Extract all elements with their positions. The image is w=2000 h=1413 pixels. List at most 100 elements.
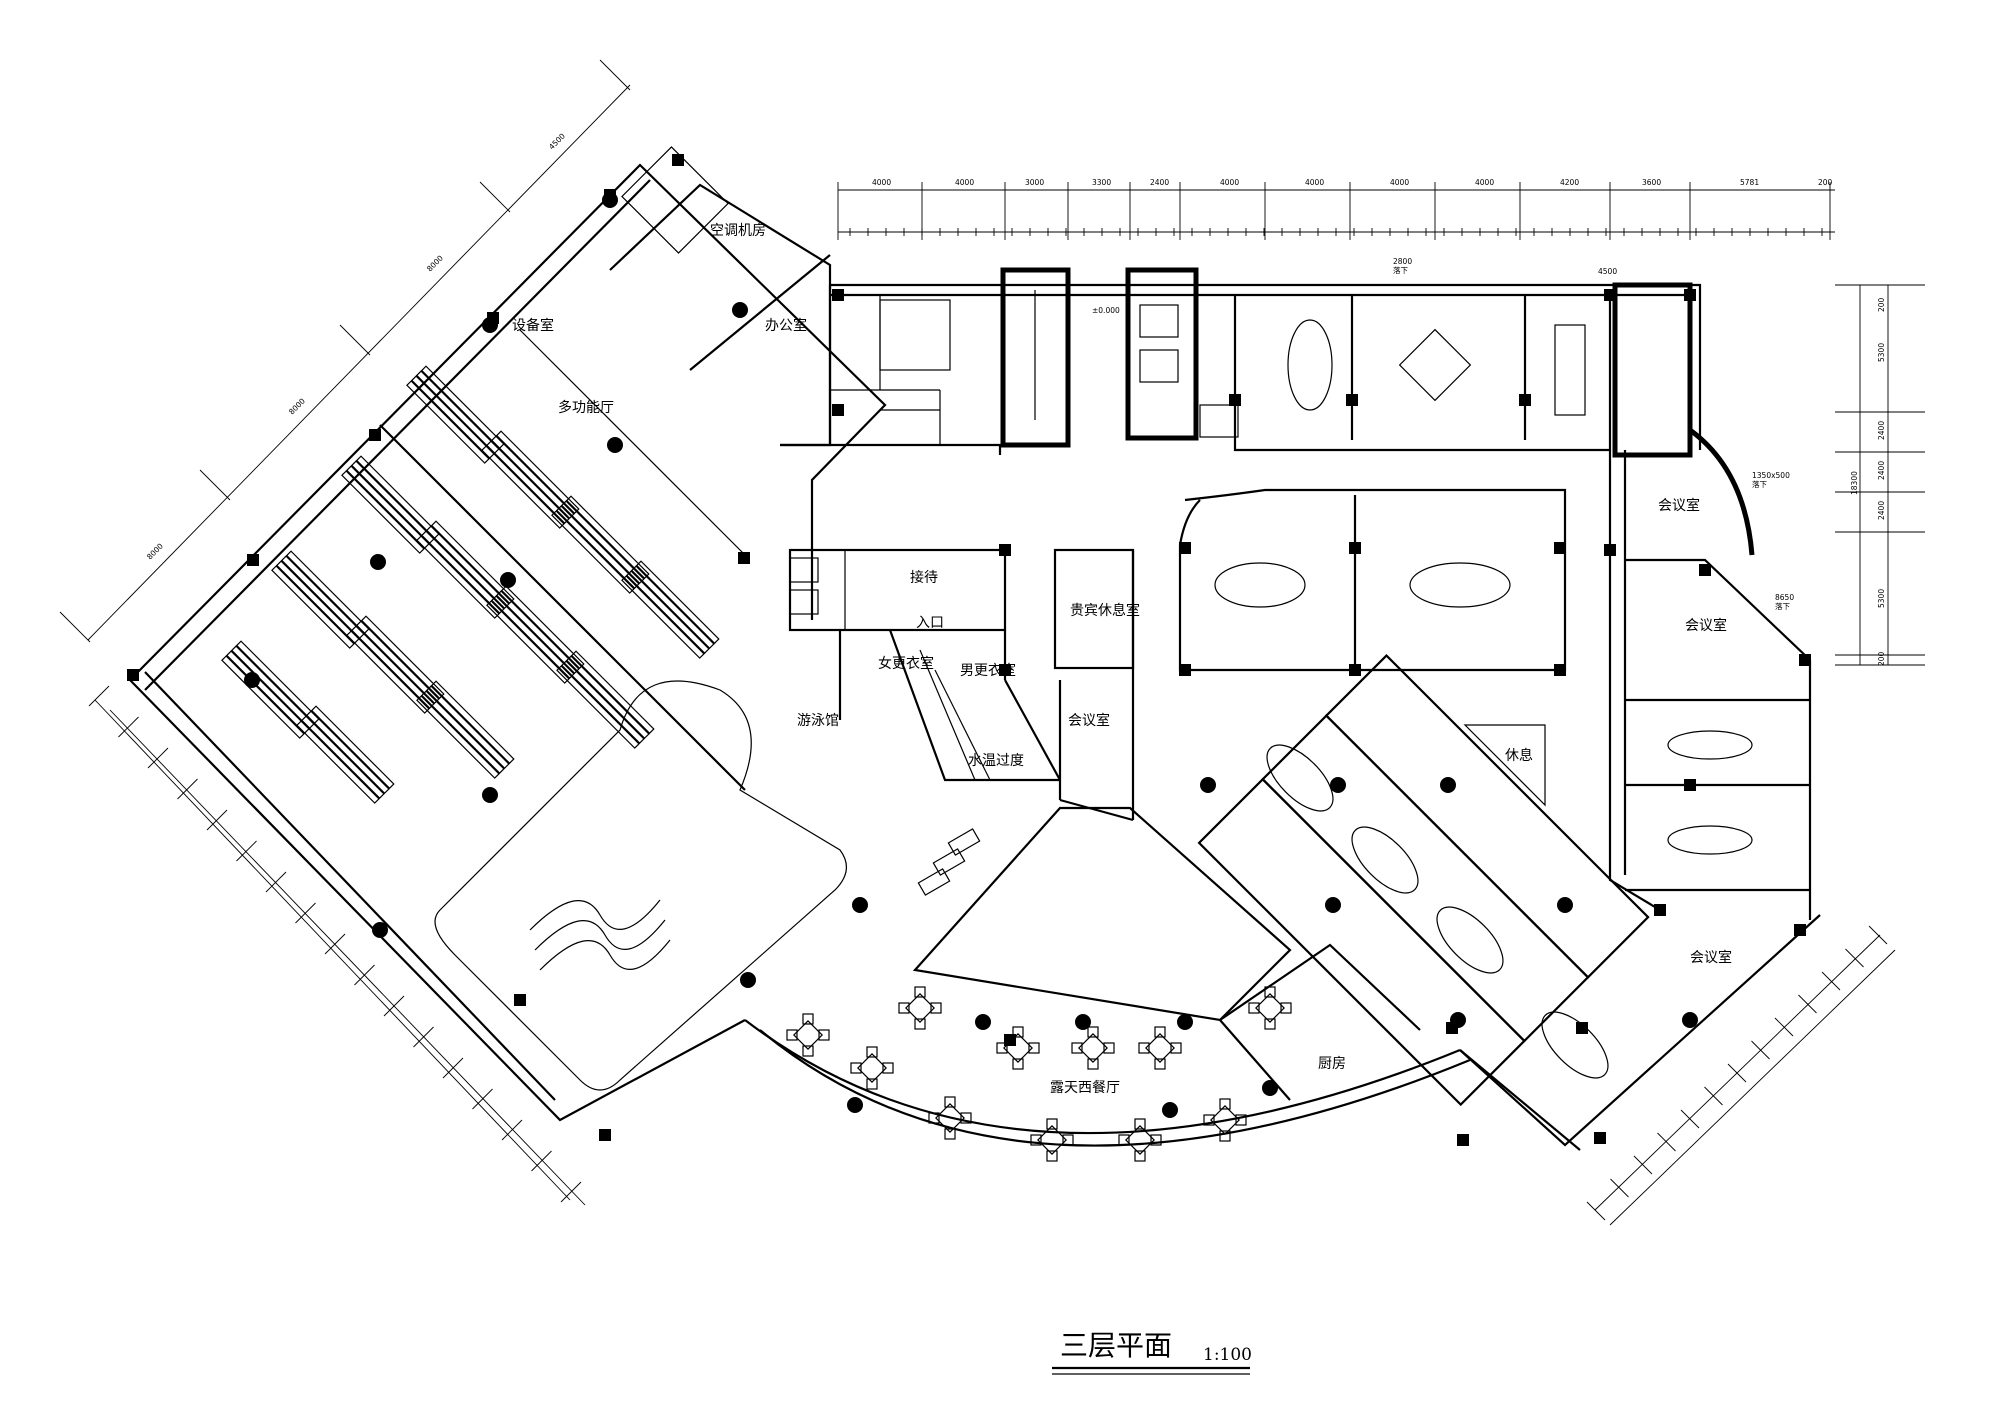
seat-row xyxy=(481,430,580,529)
top-dimension-chain: 4000 4000 3000 3300 2400 4000 4000 4000 … xyxy=(837,178,1835,240)
column-square xyxy=(738,552,750,564)
column-round xyxy=(740,972,756,988)
dim-tick xyxy=(1868,925,1888,945)
seat-row xyxy=(221,640,320,739)
seat-line xyxy=(415,370,500,455)
seat-row xyxy=(556,650,655,749)
note-5: 8650 xyxy=(1775,593,1794,602)
dim-tick xyxy=(236,840,257,862)
dim-tick xyxy=(1798,994,1817,1014)
column-round xyxy=(500,572,516,588)
note-1: 2800 xyxy=(1393,257,1412,266)
dim-tick xyxy=(442,1057,464,1079)
column-round xyxy=(482,787,498,803)
seat-row xyxy=(416,520,515,619)
label-office: 办公室 xyxy=(765,317,807,334)
label-entrance: 入口 xyxy=(916,615,944,631)
right-dim-4: 2400 xyxy=(1877,461,1886,480)
seat-row xyxy=(621,560,720,659)
chair xyxy=(1235,1114,1247,1126)
seat-line xyxy=(285,550,370,635)
seat-line xyxy=(341,470,425,554)
column-round xyxy=(847,1097,863,1113)
seat-line xyxy=(561,660,645,744)
column-round xyxy=(607,437,623,453)
chair xyxy=(1030,1134,1042,1146)
chair xyxy=(914,1018,926,1030)
label-meeting-room-mid: 会议室 xyxy=(1068,712,1110,729)
chair xyxy=(1071,1042,1083,1054)
seat-line xyxy=(305,710,390,795)
label-terrace-restaurant: 露天西餐厅 xyxy=(1050,1080,1120,1096)
note-6: 落下 xyxy=(1775,601,1791,611)
dim-tick xyxy=(1704,1086,1723,1106)
label-equipment-room: 设备室 xyxy=(512,317,554,334)
seat-row xyxy=(406,365,505,464)
seat-line xyxy=(425,685,510,770)
chair xyxy=(1134,1150,1146,1162)
chair xyxy=(818,1029,830,1041)
label-vip-lounge: 贵宾休息室 xyxy=(1070,602,1140,619)
seat-line xyxy=(626,570,710,654)
column-square xyxy=(369,429,381,441)
seat-line xyxy=(430,680,515,765)
seat-line xyxy=(235,640,320,725)
seat-row xyxy=(416,680,515,779)
column-square xyxy=(1799,654,1811,666)
column-round xyxy=(1075,1014,1091,1030)
seat-row xyxy=(296,705,395,804)
dim-tick xyxy=(472,1088,493,1110)
dim-tick xyxy=(354,964,375,986)
dim-tick xyxy=(265,871,287,893)
label-multipurpose-hall: 多功能厅 xyxy=(558,399,614,416)
table-top xyxy=(1125,1125,1155,1155)
dim-tick xyxy=(206,809,228,831)
label-pool-hall: 游泳馆 xyxy=(797,713,839,729)
chair xyxy=(850,1062,862,1074)
label-women-locker: 女更衣室 xyxy=(878,655,934,672)
dim-tick xyxy=(413,1026,434,1048)
chair xyxy=(1150,1134,1162,1146)
column-square xyxy=(1457,1134,1469,1146)
dim-tick xyxy=(177,778,198,800)
column-round xyxy=(1200,777,1216,793)
label-meeting-room-r2: 会议室 xyxy=(1685,617,1727,634)
dim-tick xyxy=(1751,1040,1770,1060)
dim-tick xyxy=(1586,1201,1606,1221)
column-square xyxy=(672,154,684,166)
title-block: 三层平面 1:100 xyxy=(1052,1329,1252,1375)
drawing-title: 三层平面 xyxy=(1060,1329,1172,1362)
column-square xyxy=(1684,779,1696,791)
seat-line xyxy=(230,645,315,730)
right-dim-total: 18300 xyxy=(1850,471,1859,495)
note-3: 1350x500 xyxy=(1752,471,1790,480)
column-square xyxy=(1684,289,1696,301)
column-round xyxy=(1162,1102,1178,1118)
seat-row xyxy=(346,615,445,714)
terrace-table xyxy=(850,1046,894,1090)
note-7: 4500 xyxy=(1598,267,1617,276)
column-square xyxy=(1654,904,1666,916)
chair xyxy=(1087,1058,1099,1070)
chair xyxy=(996,1042,1008,1054)
column-square xyxy=(487,312,499,324)
seat-line xyxy=(280,555,365,640)
chair xyxy=(944,1096,956,1108)
walls xyxy=(129,146,1821,1151)
dim-tick xyxy=(147,747,169,769)
chair xyxy=(1154,1058,1166,1070)
chair xyxy=(866,1078,878,1090)
bottom-left-dimension-chain xyxy=(88,685,586,1206)
column-square xyxy=(999,664,1011,676)
dim-tick xyxy=(1610,1178,1629,1198)
chair xyxy=(1280,1002,1292,1014)
seat-line xyxy=(420,365,505,450)
room-labels: 空调机房 设备室 办公室 多功能厅 接待 入口 女更衣室 男更衣室 游泳馆 贵宾… xyxy=(512,223,1794,1096)
bottom-right-dimension-chain xyxy=(1586,925,1896,1226)
chair xyxy=(930,1002,942,1014)
right-dim-5: 2400 xyxy=(1877,501,1886,520)
column-square xyxy=(1794,924,1806,936)
column-square xyxy=(1179,664,1191,676)
column-round xyxy=(1440,777,1456,793)
column-square xyxy=(1554,542,1566,554)
